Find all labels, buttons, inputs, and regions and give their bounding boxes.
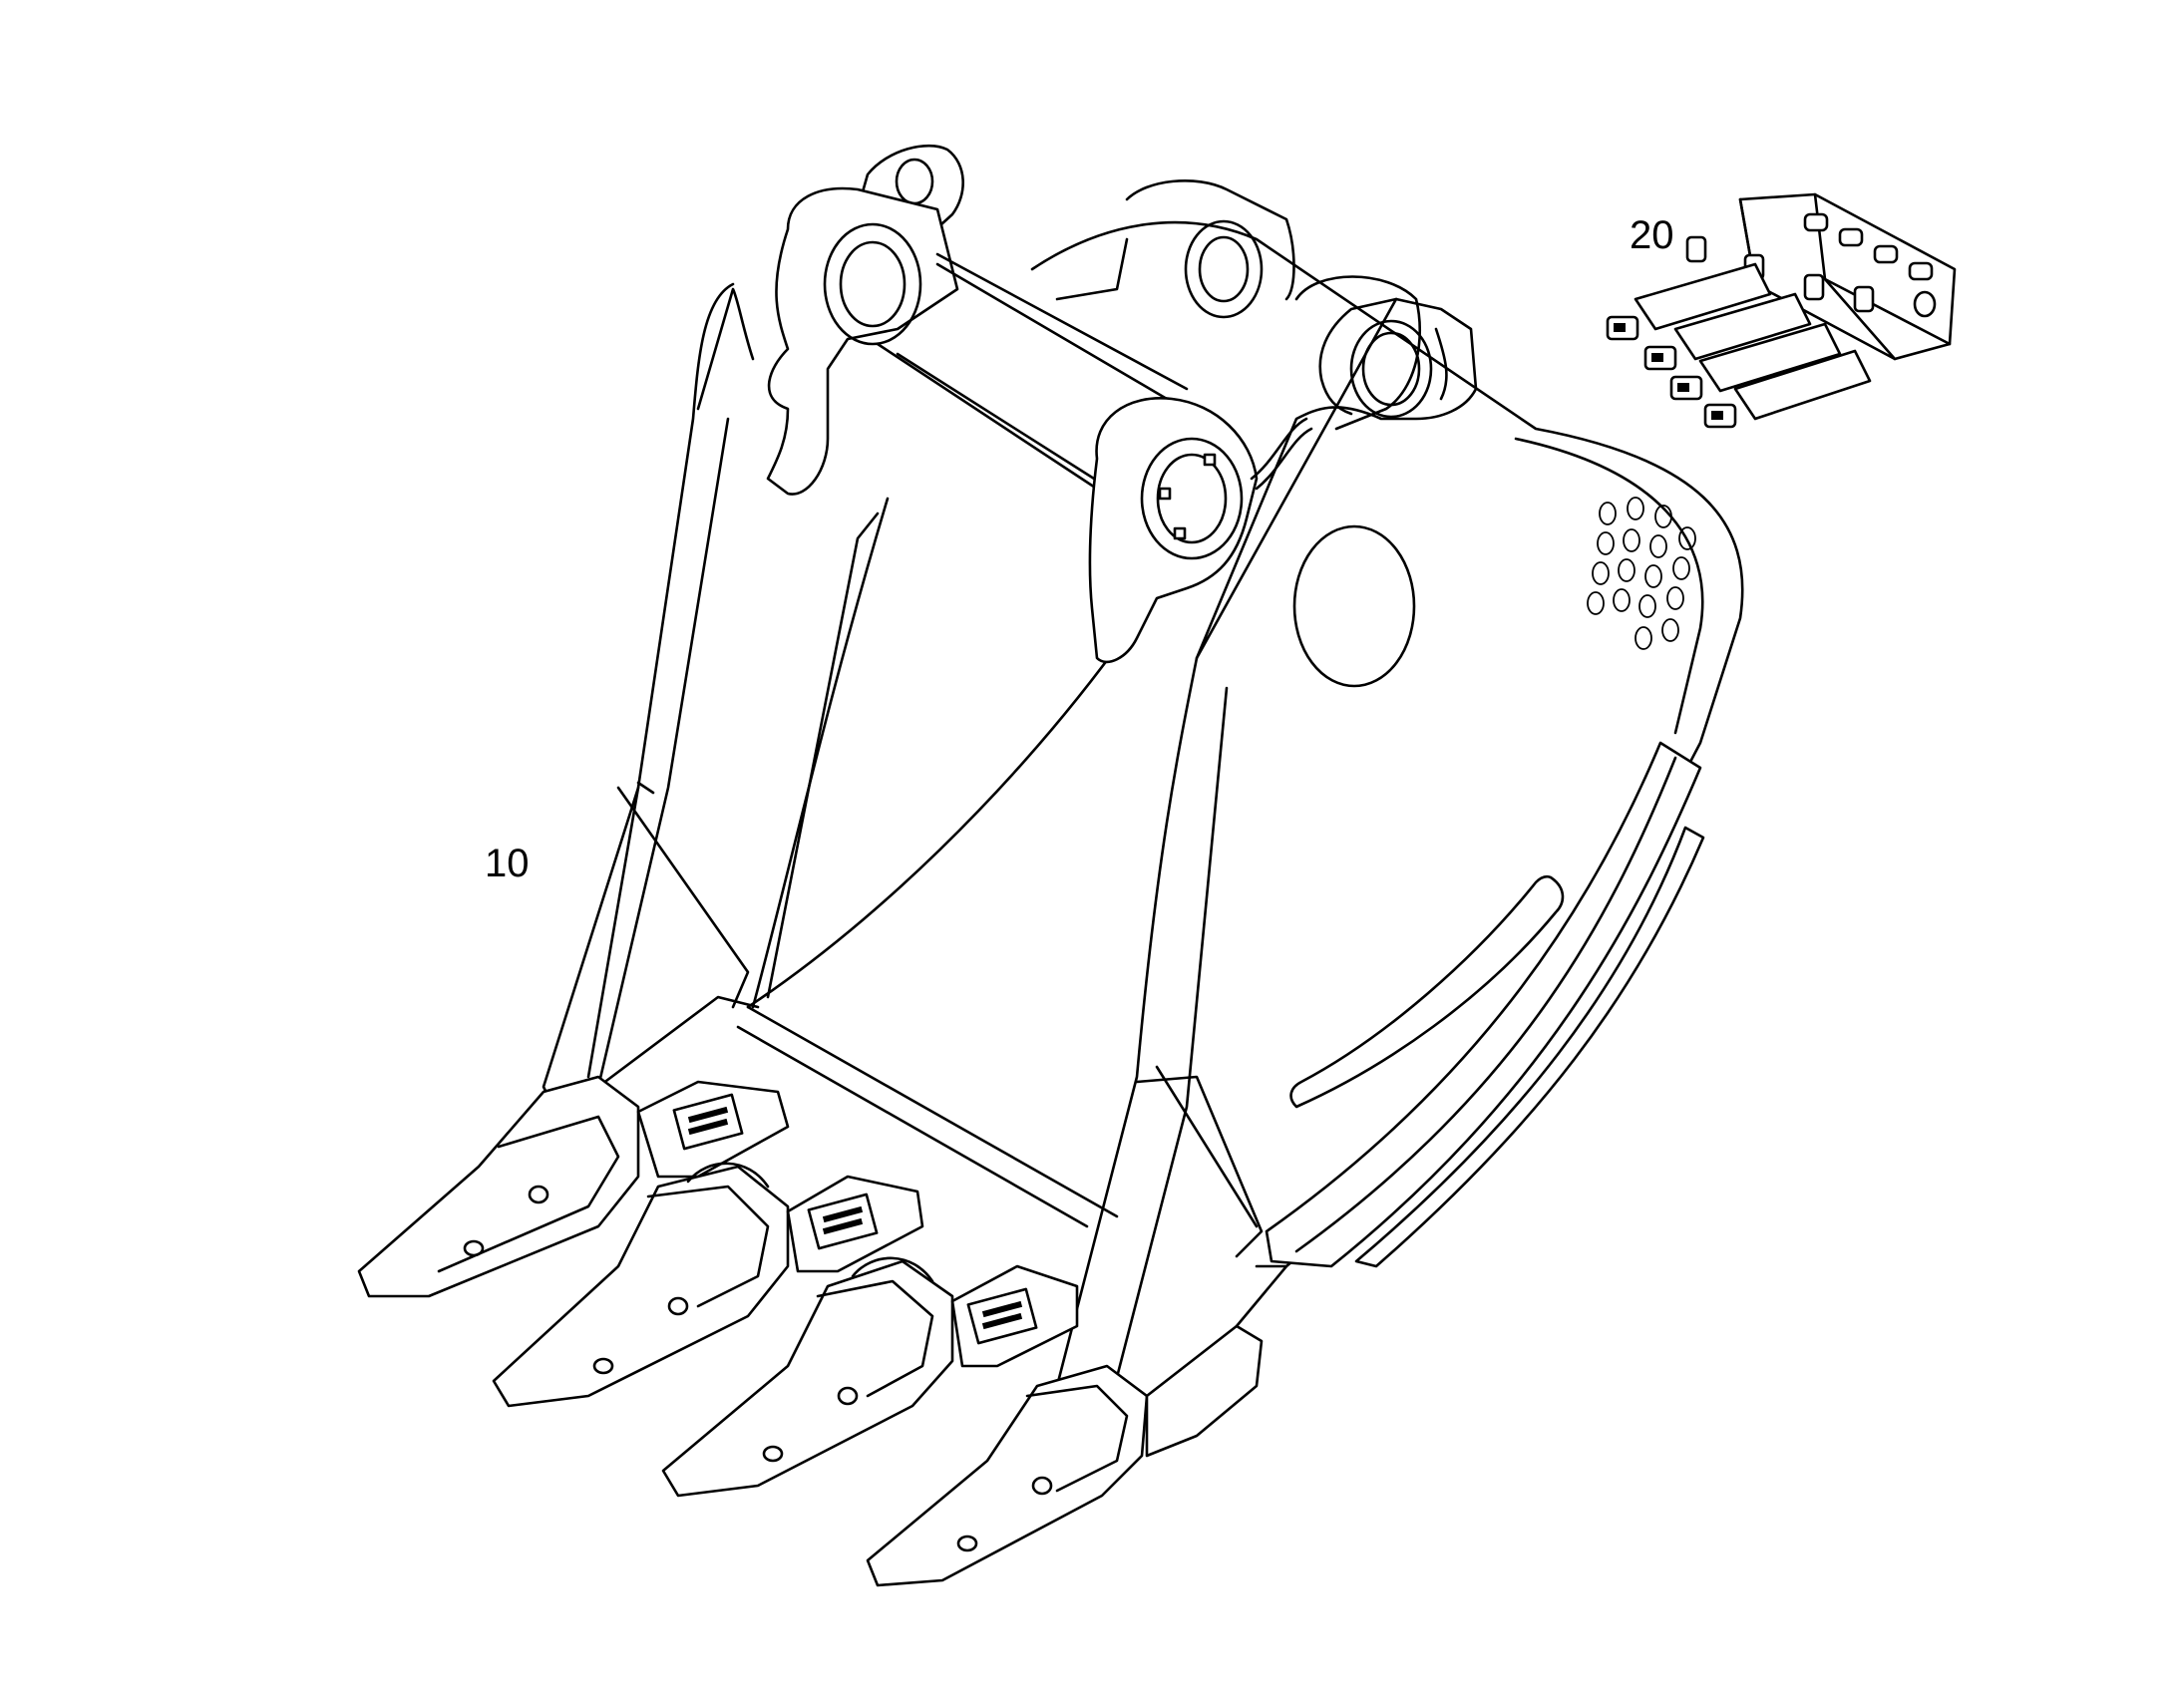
linkage-bosses [766,144,1433,664]
callout-10: 10 [485,842,530,885]
callout-20: 20 [1630,213,1674,257]
tooth-1 [357,1075,640,1298]
tooth-3 [661,1256,954,1498]
adapter-2 [786,1175,924,1273]
bucket-teeth [357,1075,1264,1587]
metering-valves [1606,262,1872,429]
tooth-2 [492,1162,790,1408]
vent-holes [1587,497,1696,650]
lube-manifold-drawing [1606,192,1957,429]
tooth-4 [866,1364,1149,1587]
adapter-3 [950,1264,1079,1368]
adapter-1 [636,1080,790,1179]
bucket-drawing [357,144,1744,1587]
